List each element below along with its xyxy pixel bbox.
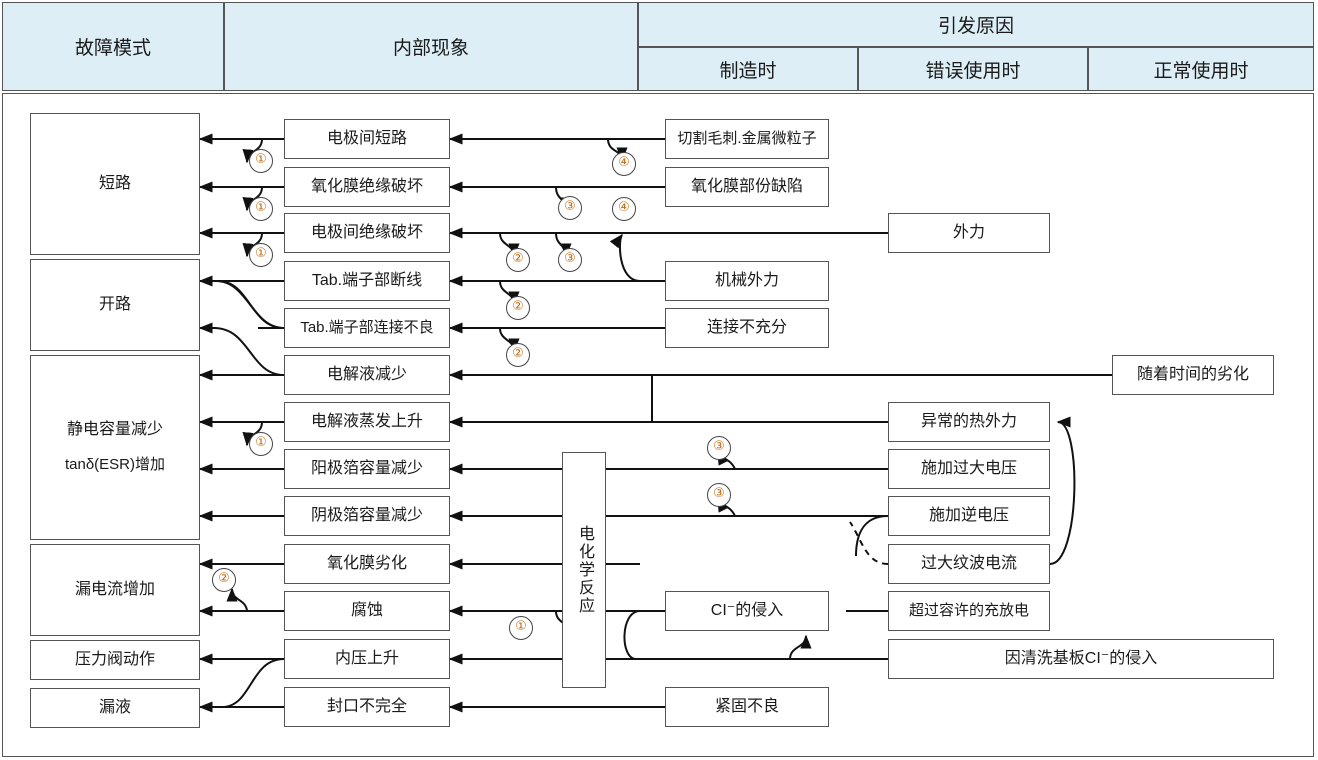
phenomenon-tab-disconnection-label: Tab.端子部断线 [311,272,423,289]
header-internal-label: 内部现象 [392,38,469,59]
phenomenon-electrode-insulation-break[interactable]: 电极间绝缘破坏 [284,213,450,253]
cause-insufficient-connection[interactable]: 连接不充分 [665,308,829,348]
phenomenon-anode-foil-capacity-drop[interactable]: 阳极箔容量减少 [284,449,450,489]
failure-mode-liquid-leak[interactable]: 漏液 [30,688,200,728]
marker-4a: ④ [612,152,636,176]
failure-mode-open-label: 开路 [98,296,131,313]
phenomenon-cathode-foil-capacity-drop[interactable]: 阴极箔容量减少 [284,496,450,536]
phenomenon-oxide-insulation-break-label: 氧化膜绝缘破坏 [310,178,423,195]
header-failure-mode: 故障模式 [2,2,224,91]
marker-1b: ① [249,197,273,221]
marker-1d: ① [249,432,273,456]
marker-1c: ① [249,243,273,267]
cause-excessive-ripple-current-label: 过大纹波电流 [920,555,1017,572]
cause-chloride-from-pcb-cleaning[interactable]: 因清洗基板CI⁻的侵入 [888,639,1274,679]
cause-external-force-label: 外力 [952,224,985,241]
phenomenon-incomplete-seal[interactable]: 封口不完全 [284,687,450,727]
failure-mode-open[interactable]: 开路 [30,259,200,351]
phenomenon-cathode-foil-capacity-drop-label: 阴极箔容量减少 [310,507,423,524]
phenomenon-electrolyte-evaporation[interactable]: 电解液蒸发上升 [284,402,450,442]
phenomenon-electrolyte-evaporation-label: 电解液蒸发上升 [310,413,423,430]
cause-poor-fastening-label: 紧固不良 [714,698,779,715]
marker-1e: ① [509,616,533,640]
marker-1a: ① [249,149,273,173]
electrochemical-reaction-label: 电化学反应 [576,525,593,615]
phenomenon-internal-pressure-rise[interactable]: 内压上升 [284,639,450,679]
marker-3b: ③ [558,196,582,220]
electrochemical-reaction-box[interactable]: 电化学反应 [562,452,606,688]
cause-chloride-intrusion-label: CI⁻的侵入 [710,602,784,619]
phenomenon-incomplete-seal-label: 封口不完全 [326,698,407,715]
cause-excessive-charge-discharge[interactable]: 超过容许的充放电 [888,591,1050,631]
cause-abnormal-thermal-force-label: 异常的热外力 [920,413,1017,430]
phenomenon-tab-bad-connection[interactable]: Tab.端子部连接不良 [284,308,450,348]
failure-mode-leakage-current[interactable]: 漏电流增加 [30,544,200,636]
marker-3a: ③ [558,248,582,272]
cause-cut-burr-metal-particles-label: 切割毛刺.金属微粒子 [677,129,817,147]
cause-oxide-film-partial-defect-label: 氧化膜部份缺陷 [690,178,803,195]
header-sub-manufacturing: 制造时 [638,47,858,91]
phenomenon-corrosion-label: 腐蚀 [350,602,383,619]
phenomenon-oxide-degradation-label: 氧化膜劣化 [326,555,407,572]
header-cause-label: 引发原因 [937,16,1014,37]
cause-aging-over-time-label: 随着时间的劣化 [1136,366,1249,383]
failure-mode-leakage-current-label: 漏电流增加 [74,581,155,598]
cause-oxide-film-partial-defect[interactable]: 氧化膜部份缺陷 [665,167,829,207]
header-sub-manufacturing-label: 制造时 [719,60,777,82]
phenomenon-anode-foil-capacity-drop-label: 阳极箔容量减少 [310,460,423,477]
failure-mode-capacitance-label-2: tanδ(ESR)增加 [64,456,166,474]
marker-2c: ② [506,296,530,320]
phenomenon-electrode-insulation-break-label: 电极间绝缘破坏 [310,224,423,241]
failure-mode-pressure-valve[interactable]: 压力阀动作 [30,640,200,680]
failure-mode-capacitance-label-1: 静电容量减少 [66,421,163,439]
failure-mode-short-label: 短路 [98,175,131,192]
header-sub-misuse-label: 错误使用时 [925,60,1021,82]
header-sub-misuse: 错误使用时 [858,47,1088,91]
cause-excessive-ripple-current[interactable]: 过大纹波电流 [888,544,1050,584]
phenomenon-oxide-degradation[interactable]: 氧化膜劣化 [284,544,450,584]
cause-abnormal-thermal-force[interactable]: 异常的热外力 [888,402,1050,442]
phenomenon-corrosion[interactable]: 腐蚀 [284,591,450,631]
cause-insufficient-connection-label: 连接不充分 [706,319,787,336]
cause-poor-fastening[interactable]: 紧固不良 [665,687,829,727]
marker-2a: ② [212,568,236,592]
cause-overvoltage-applied[interactable]: 施加过大电压 [888,449,1050,489]
failure-mode-short[interactable]: 短路 [30,113,200,255]
phenomenon-electrolyte-decrease-label: 电解液减少 [326,366,407,383]
marker-4b: ④ [612,197,636,221]
cause-mechanical-external-force[interactable]: 机械外力 [665,261,829,301]
marker-2d: ② [506,343,530,367]
phenomenon-electrolyte-decrease[interactable]: 电解液减少 [284,355,450,395]
cause-cut-burr-metal-particles[interactable]: 切割毛刺.金属微粒子 [665,119,829,159]
header-sub-normal: 正常使用时 [1088,47,1314,91]
failure-mode-pressure-valve-label: 压力阀动作 [74,651,155,668]
cause-chloride-intrusion[interactable]: CI⁻的侵入 [665,591,829,631]
phenomenon-internal-pressure-rise-label: 内压上升 [334,650,399,667]
phenomenon-tab-bad-connection-label: Tab.端子部连接不良 [300,318,434,336]
cause-overvoltage-applied-label: 施加过大电压 [920,460,1017,477]
header-cause: 引发原因 [638,2,1314,47]
cause-chloride-from-pcb-cleaning-label: 因清洗基板CI⁻的侵入 [1004,650,1158,667]
phenomenon-electrode-short[interactable]: 电极间短路 [284,119,450,159]
header-internal: 内部现象 [224,2,638,91]
phenomenon-oxide-insulation-break[interactable]: 氧化膜绝缘破坏 [284,167,450,207]
failure-mode-liquid-leak-label: 漏液 [98,699,131,716]
failure-mode-capacitance[interactable]: 静电容量减少 tanδ(ESR)增加 [30,355,200,540]
cause-aging-over-time[interactable]: 随着时间的劣化 [1112,355,1274,395]
phenomenon-electrode-short-label: 电极间短路 [326,130,407,147]
cause-reverse-voltage-applied[interactable]: 施加逆电压 [888,496,1050,536]
cause-excessive-charge-discharge-label: 超过容许的充放电 [908,601,1029,619]
marker-3e: ③ [707,483,731,507]
marker-2b: ② [506,248,530,272]
cause-mechanical-external-force-label: 机械外力 [714,272,779,289]
cause-reverse-voltage-applied-label: 施加逆电压 [928,507,1009,524]
header-failure-mode-label: 故障模式 [74,38,151,59]
phenomenon-tab-disconnection[interactable]: Tab.端子部断线 [284,261,450,301]
header-sub-normal-label: 正常使用时 [1153,60,1249,82]
cause-external-force[interactable]: 外力 [888,213,1050,253]
marker-3d: ③ [707,436,731,460]
